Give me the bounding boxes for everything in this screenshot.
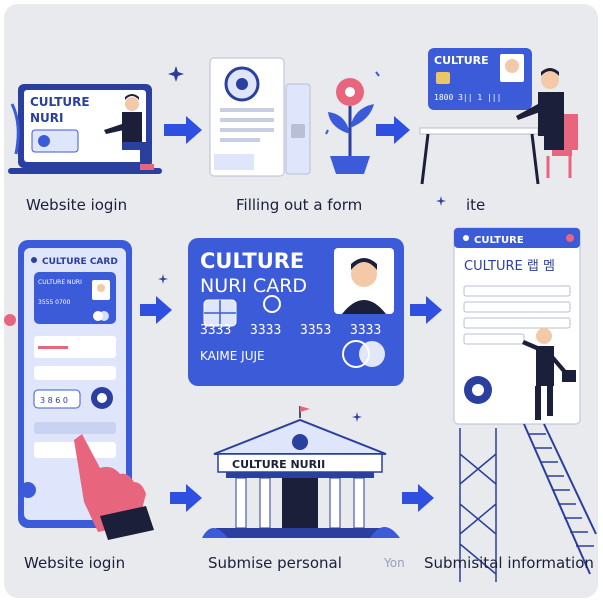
card-number-4: 3333 [350,323,381,338]
caption-step-2: Filling out a form [236,196,363,214]
form-title: CULTURE 랩 멤 [464,259,555,274]
caption-step-4: Website iogin [24,554,126,572]
building-label: CULTURE NURII [232,458,325,471]
card-number-1: 3333 [200,323,231,338]
step-5-big-card: CULTURE NURI CARD 3333 3333 3353 3333 KA… [188,238,404,386]
form-header: CULTURE [474,235,524,246]
step-6-form: CULTURE CULTURE 랩 멤 [453,227,597,582]
step-7-building: CULTURE NURII [202,406,400,538]
building-emblem-icon [292,434,308,450]
step-2-form [209,57,380,177]
globe-icon-small [20,482,36,498]
arrow-7-right [402,484,434,512]
form-field-4[interactable] [463,333,525,345]
sparkle-icon-1 [168,66,184,82]
step-3-desk: CULTURE 1800 3|| 1 ||| [419,48,578,185]
person-head [125,97,139,111]
form-field-3[interactable] [463,317,571,329]
arrow-2 [376,116,410,144]
laptop-screen-title: CULTURE [30,95,90,109]
card-number-2: 3333 [250,323,281,338]
phone-code-button[interactable] [33,389,81,409]
arrow-7-left [170,484,202,512]
step-1-laptop: CULTURE NURI [8,84,162,174]
desk-card-title: CULTURE [434,54,489,67]
laptop-screen-subtitle: NURI [30,111,64,125]
phone-mini-card-line: 3555 0700 [38,299,71,306]
step-4-phone: CULTURE CARD CULTURE NURI 3555 0700 3 8 … [4,240,154,540]
arrow-5 [410,296,442,324]
diagram-panel: CULTURE NURI [4,4,598,598]
globe-icon [38,135,50,147]
caption-step-7: Submise personal [208,554,342,572]
big-card-subtitle: NURI CARD [200,275,307,297]
arrow-1 [164,116,202,144]
phone-title: CULTURE CARD [42,257,118,267]
lock-icon [291,124,305,138]
sparkle-icon-4 [352,412,362,422]
caption-step-3: ite [466,196,486,214]
contactless-icon [263,295,281,313]
caption-step-1: Website iogin [26,196,128,214]
phone-mini-card-title: CULTURE NURI [38,279,82,286]
arrow-4 [140,296,172,324]
caption-ghost-text: Yon [384,556,405,570]
desk-card-digits: 1800 3|| 1 ||| [434,93,501,102]
form-field-1[interactable] [463,285,571,297]
form-field-2[interactable] [463,301,571,313]
caption-step-8: Submisital information [424,554,594,572]
big-card-title: CULTURE [200,249,304,273]
phone-code-button-text: 3 8 6 0 [40,396,68,405]
sparkle-icon-2 [436,196,446,206]
diagram-illustration: CULTURE NURI [4,48,597,582]
card-holder-name: KAIME JUJE [200,349,265,363]
sparkle-icon-3 [158,274,168,284]
card-number-3: 3353 [300,323,331,338]
